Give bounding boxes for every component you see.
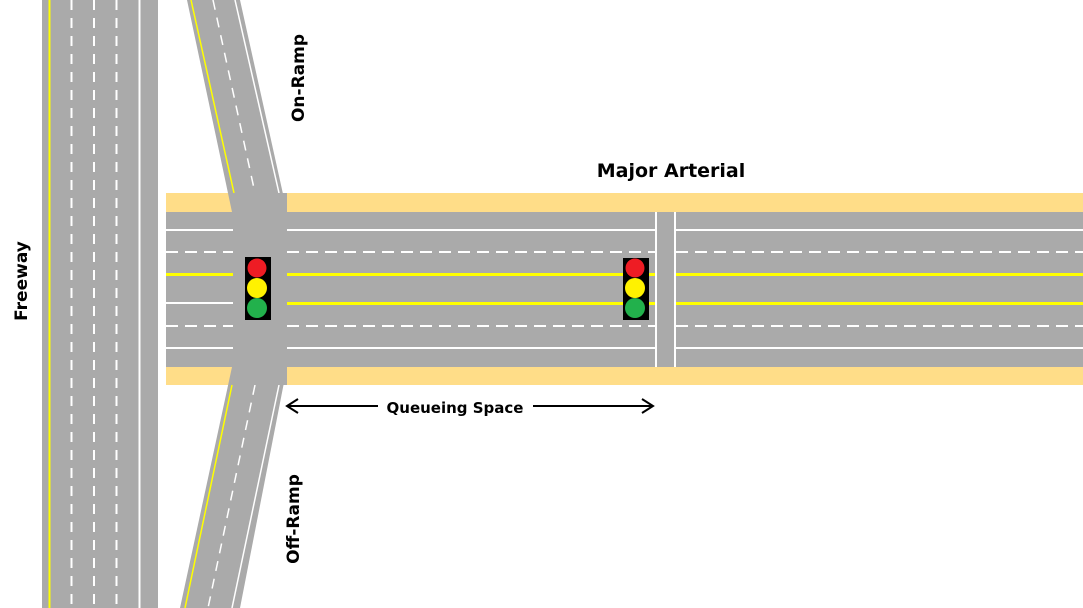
major-arterial-label: Major Arterial (597, 160, 746, 182)
on-ramp (187, 0, 287, 212)
red-light (247, 258, 267, 278)
green-light (625, 298, 645, 318)
sidewalk-north (166, 193, 1083, 212)
queueing-space-arrow (285, 398, 655, 414)
red-light (625, 258, 645, 278)
off-ramp (180, 367, 287, 608)
yellow-light (247, 278, 267, 298)
off-ramp-label: Off-Ramp (284, 474, 304, 564)
sidewalk-south (166, 367, 1083, 385)
freeway-label: Freeway (12, 241, 32, 321)
ramp-intersection-signal (245, 257, 271, 320)
queueing-space-label: Queueing Space (387, 399, 524, 417)
on-ramp-label: On-Ramp (289, 34, 309, 122)
downstream-signal (623, 258, 649, 320)
green-light (247, 298, 267, 318)
freeway (42, 0, 158, 608)
yellow-light (625, 278, 645, 298)
